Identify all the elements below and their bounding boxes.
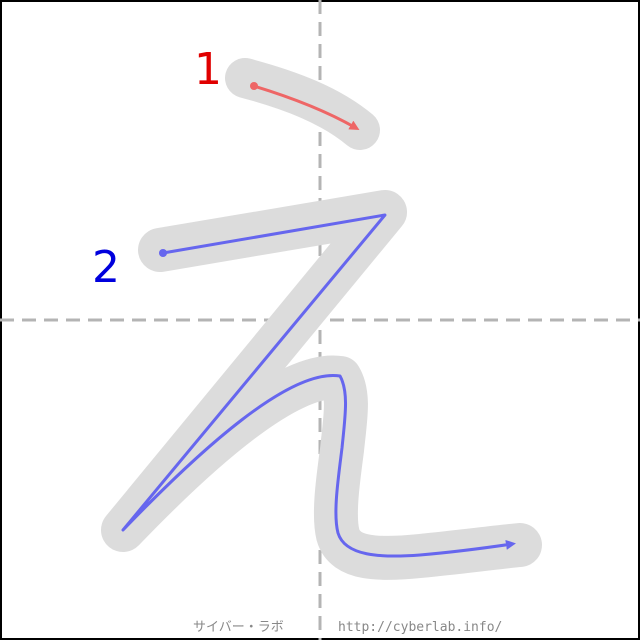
stroke-2-path	[121, 213, 516, 558]
stroke-2-number: 2	[92, 242, 120, 293]
credit-url: http://cyberlab.info/	[338, 620, 502, 635]
stroke-1-number: 1	[194, 44, 222, 95]
stroke-2-shadow	[101, 190, 542, 580]
stroke-1-path	[253, 84, 360, 131]
credit-site-name: サイバー・ラボ	[193, 620, 284, 635]
